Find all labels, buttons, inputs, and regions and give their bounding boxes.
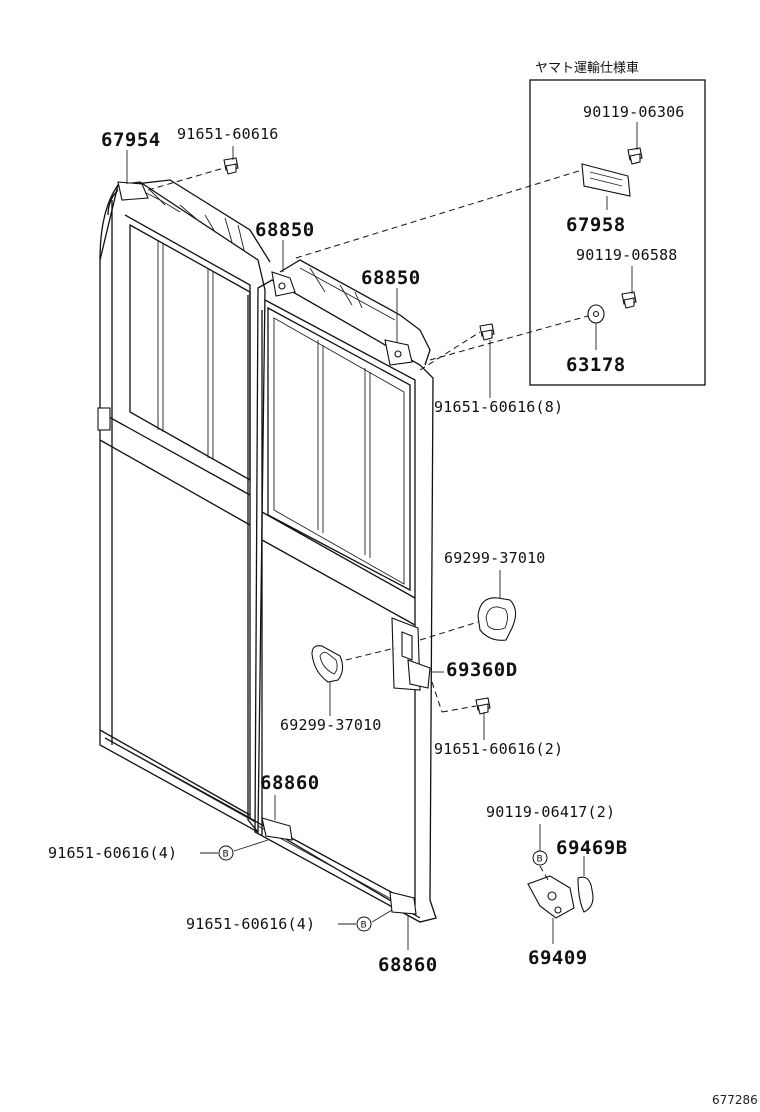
- hinge-68860-lower-b: [389, 891, 417, 915]
- label-91651-60616-top: 91651-60616: [177, 125, 279, 143]
- label-90119-06306: 90119-06306: [583, 103, 685, 121]
- washer-63178: [587, 304, 605, 324]
- right-door-panel: [247, 259, 437, 923]
- hinge-68850-right: [384, 339, 413, 366]
- bolt-top-91651: [223, 157, 239, 175]
- label-91651-60616-2: 91651-60616(2): [434, 740, 564, 758]
- svg-text:B: B: [361, 921, 367, 931]
- figure-id: 677286: [712, 1093, 758, 1107]
- handle-69299-right: [477, 597, 517, 641]
- inset-caption: ヤマト運輸仕様車: [535, 61, 640, 76]
- label-67958: 67958: [566, 214, 626, 236]
- bolt-91651-8: [479, 323, 495, 341]
- label-91651-60616-8: 91651-60616(8): [434, 398, 564, 416]
- variant-inset-box: [529, 79, 706, 386]
- label-91651-60616-4-bottom: 91651-60616(4): [186, 915, 316, 933]
- label-69409: 69409: [528, 947, 588, 969]
- b-marker-left: B: [218, 845, 234, 861]
- bracket-67954: [117, 181, 149, 201]
- label-69299-37010-right: 69299-37010: [444, 549, 546, 567]
- label-69360D: 69360D: [446, 659, 518, 681]
- left-door-panel: [97, 179, 421, 919]
- label-68850-upper: 68850: [255, 219, 315, 241]
- b-marker-bottom: B: [356, 916, 372, 932]
- svg-text:B: B: [223, 850, 229, 860]
- label-68850-right: 68850: [361, 267, 421, 289]
- spring-69469B: [577, 876, 594, 913]
- svg-text:B: B: [537, 855, 543, 865]
- label-68860-upper: 68860: [260, 772, 320, 794]
- b-marker-striker: B: [532, 850, 548, 866]
- bolt-91651-2: [475, 697, 491, 715]
- striker-69409: [527, 875, 575, 919]
- label-69469B: 69469B: [556, 837, 628, 859]
- bolt-90119-06306: [627, 147, 643, 165]
- handle-69299-left: [311, 645, 344, 683]
- label-90119-06588: 90119-06588: [576, 246, 678, 264]
- label-69299-37010-left: 69299-37010: [280, 716, 382, 734]
- label-63178: 63178: [566, 354, 626, 376]
- dashed-assembly-lines: [147, 167, 589, 881]
- hinge-68860-lower-a: [261, 817, 293, 841]
- lock-plate-69360D: [391, 617, 431, 691]
- label-67954: 67954: [101, 129, 161, 151]
- label-91651-60616-4-left: 91651-60616(4): [48, 844, 178, 862]
- plate-67958: [581, 163, 631, 197]
- label-68860-lower: 68860: [378, 954, 438, 976]
- hinge-68850-upper: [271, 271, 296, 297]
- label-90119-06417-2: 90119-06417(2): [486, 803, 616, 821]
- bolt-90119-06588: [621, 291, 637, 309]
- leader-lines: [126, 122, 638, 950]
